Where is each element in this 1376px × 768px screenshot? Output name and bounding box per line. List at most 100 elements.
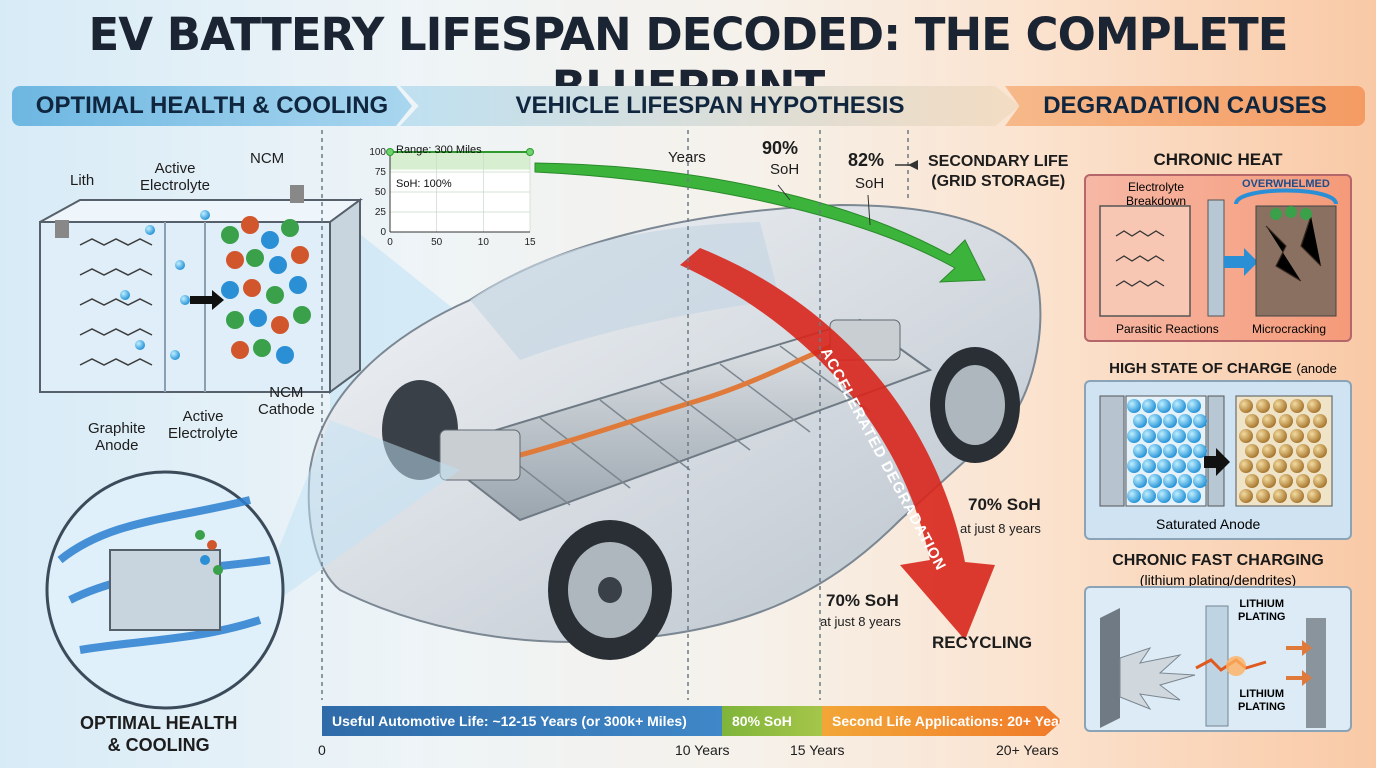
lithium-ion-ball [1187,399,1201,413]
label-parasitic-reactions: Parasitic Reactions [1116,322,1219,336]
lithium-ion-ball [1142,489,1156,503]
red-degradation-arrow [680,248,995,640]
heat-illustration [1099,188,1338,317]
soh-82-value: 82% [848,150,885,170]
cathode-particle [1256,399,1270,413]
lithium-ion-ball [1163,414,1177,428]
lithium-ion-ball [1127,429,1141,443]
lithium-ion-ball [1148,414,1162,428]
cathode-particle [1273,489,1287,503]
label-lithium-plating-top: LITHIUM PLATING [1238,598,1286,623]
label-active-electrolyte-top: Active Electrolyte [140,160,211,194]
cathode-particle [1256,489,1270,503]
label-ncm-cathode: NCM Cathode [258,384,315,418]
cause-fast-subtitle: (lithium plating/dendrites) [1139,572,1297,588]
cathode-particle [1313,414,1327,428]
section-degradation-causes: DEGRADATION CAUSES [1005,86,1365,126]
soh-70-left-value: 70% SoH [826,591,899,610]
lithium-ion-ball [1193,474,1207,488]
chart-x-tick: 10 [478,237,490,248]
lifespan-timeline: Useful Automotive Life: ~12-15 Years (or… [322,706,1062,736]
cathode-particle [1296,444,1310,458]
timeline-tick-10: 10 Years [675,742,730,758]
chart-x-tick: 0 [387,237,393,248]
lithium-ion-ball [1157,399,1171,413]
cathode-particle [1262,414,1276,428]
chart-point [386,148,394,156]
cathode-particle [1245,444,1259,458]
cathode-particle [1279,414,1293,428]
cathode-particle [1313,474,1327,488]
lithium-ion-ball [1193,414,1207,428]
lithium-ion-ball [1142,429,1156,443]
cause-fast-title: CHRONIC FAST CHARGING [1112,552,1324,569]
cause-soc-title: HIGH STATE OF CHARGE [1109,360,1292,377]
cathode-particle [1313,444,1327,458]
label-active-electrolyte-bottom: Active Electrolyte [168,408,239,442]
lithium-ion-ball [1178,444,1192,458]
label-recycling: RECYCLING [932,633,1033,652]
timeline-useful-life: Useful Automotive Life: ~12-15 Years (or… [322,706,722,736]
cathode-particle [1239,489,1253,503]
lithium-ion-ball [1163,474,1177,488]
lithium-ion-ball [1163,444,1177,458]
cathode-particle [1273,459,1287,473]
lithium-ion-ball [1133,414,1147,428]
timeline-tick-0: 0 [318,742,326,758]
rear-wheel [930,347,1020,463]
cause-fast-panel: LITHIUM PLATING LITHIUM PLATING [1084,586,1352,732]
soh-90-label: SoH [770,161,800,178]
lithium-ion-ball [1172,459,1186,473]
cause-soc-panel: Saturated Anode [1084,380,1352,540]
lithium-ion-ball [1148,474,1162,488]
section-vehicle-lifespan: VEHICLE LIFESPAN HYPOTHESIS [400,86,1020,126]
label-electrolyte-breakdown: Electrolyte Breakdown [1126,180,1187,208]
timeline-tick-15: 15 Years [790,742,845,758]
cathode-particle [1239,399,1253,413]
battery-cell-illustration [39,185,364,394]
front-wheel [548,520,672,660]
soh-70-left-sub: at just 8 years [820,614,901,629]
cathode-particle [1296,414,1310,428]
label-ncm-top: NCM [250,150,285,167]
cathode-particle [1256,459,1270,473]
lithium-ion-ball [1142,459,1156,473]
cathode-particle [1256,429,1270,443]
chart-annotation: SoH: 100% [396,178,452,190]
fast-charging-illustration [1100,605,1326,728]
label-microcracking: Microcracking [1252,322,1327,336]
lithium-ion-ball [1157,459,1171,473]
cathode-particle [1273,399,1287,413]
cathode-particle [1239,459,1253,473]
label-cooling: OPTIMAL HEALTH & COOLING [80,713,238,755]
lithium-ion-ball [1133,474,1147,488]
lithium-ion-ball [1142,399,1156,413]
lithium-ion-ball [1157,429,1171,443]
cause-heat-panel: Electrolyte Breakdown OVERWHELMED Parasi… [1084,174,1352,342]
lithium-ion-ball [1127,459,1141,473]
label-years: Years [668,149,706,166]
cathode-particle [1245,474,1259,488]
lithium-ion-ball [1172,399,1186,413]
lithium-ion-ball [1187,429,1201,443]
cathode-particle [1279,444,1293,458]
soh-90-value: 90% [762,138,799,158]
soc-illustration [1099,395,1333,507]
label-lith: Lith [70,172,95,189]
chart-annotation: Range: 300 Miles [396,144,482,156]
chart-x-tick: 15 [524,237,536,248]
timeline-tick-20: 20+ Years [996,742,1059,758]
cathode-particle [1307,459,1321,473]
cathode-particle [1290,459,1304,473]
cathode-particle [1239,429,1253,443]
soh-70-right-sub: at just 8 years [960,521,1041,536]
soh-82-label: SoH [855,175,885,192]
ncm-particles [221,216,311,364]
label-overwhelmed: OVERWHELMED [1242,178,1330,190]
timeline-80-soh: 80% SoH [722,706,822,736]
lithium-ion-ball [1127,399,1141,413]
cathode-particle [1290,489,1304,503]
cathode-particle [1296,474,1310,488]
cathode-particle [1290,429,1304,443]
